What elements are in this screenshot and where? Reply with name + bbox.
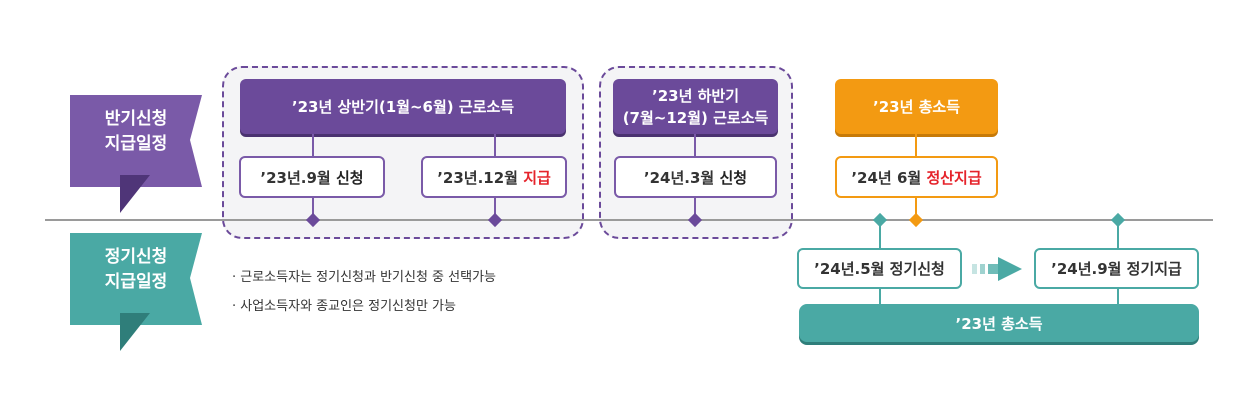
first-half-header: ’23년 상반기(1월~6월) 근로소득 bbox=[240, 79, 566, 134]
settle-pay-marker bbox=[908, 212, 924, 228]
regular-flag-shape bbox=[70, 233, 202, 351]
second-half-header-line1: ’23년 하반기 bbox=[652, 86, 739, 105]
settle-pay-date: ’24년 6월 bbox=[851, 168, 922, 187]
second-half-apply-box: ’24년.3월 신청 bbox=[614, 156, 777, 198]
second-half-connector bbox=[694, 134, 696, 158]
first-half-apply-box: ’23년.9월 신청 bbox=[239, 156, 385, 198]
half-flag-line2: 지급일정 bbox=[104, 134, 168, 154]
second-half-apply-stem bbox=[694, 198, 696, 219]
first-half-apply-keyword: 신청 bbox=[335, 168, 364, 187]
settle-pay-stem bbox=[915, 198, 917, 219]
half-flag-label: 반기신청 지급일정 bbox=[70, 107, 202, 157]
regular-apply-stem bbox=[879, 220, 881, 248]
second-half-header: ’23년 하반기 (7월~12월) 근로소득 bbox=[613, 79, 778, 134]
regular-flag-line2: 지급일정 bbox=[104, 272, 168, 292]
regular-pay-box: ’24년.9월 정기지급 bbox=[1034, 248, 1199, 289]
note-2: · 사업소득자와 종교인은 정기신청만 가능 bbox=[232, 299, 456, 314]
timeline-axis bbox=[45, 219, 1213, 221]
total-income-header: ’23년 총소득 bbox=[835, 79, 998, 134]
half-flag-shape bbox=[70, 95, 202, 213]
regular-apply-box: ’24년.5월 정기신청 bbox=[797, 248, 962, 289]
half-flag-line1: 반기신청 bbox=[104, 109, 168, 129]
second-half-header-line2: (7월~12월) 근로소득 bbox=[622, 108, 769, 127]
regular-total-income-bar: ’23년 총소득 bbox=[799, 304, 1199, 342]
regular-pay-stem bbox=[1117, 220, 1119, 248]
first-half-pay-box: ’23년.12월 지급 bbox=[421, 156, 567, 198]
regular-apply-lower-stem bbox=[879, 289, 881, 305]
first-half-pay-date: ’23년.12월 bbox=[437, 168, 518, 187]
second-half-apply-keyword: 신청 bbox=[719, 168, 748, 187]
settle-pay-keyword: 정산지급 bbox=[926, 168, 982, 187]
regular-flag-label: 정기신청 지급일정 bbox=[70, 245, 202, 295]
first-half-pay-stem bbox=[494, 198, 496, 219]
regular-pay-lower-stem bbox=[1117, 289, 1119, 305]
settle-pay-box: ’24년 6월 정산지급 bbox=[835, 156, 998, 198]
first-half-connector bbox=[312, 134, 314, 158]
note-1: · 근로소득자는 정기신청과 반기신청 중 선택가능 bbox=[232, 270, 496, 285]
first-half-connector-2 bbox=[494, 134, 496, 158]
first-half-apply-date: ’23년.9월 bbox=[260, 168, 331, 187]
first-half-pay-keyword: 지급 bbox=[523, 168, 551, 187]
arrow-right-icon bbox=[972, 257, 1022, 281]
first-half-apply-stem bbox=[312, 198, 314, 219]
regular-flag-line1: 정기신청 bbox=[104, 247, 168, 267]
second-half-apply-date: ’24년.3월 bbox=[643, 168, 715, 187]
total-income-connector bbox=[915, 134, 917, 158]
